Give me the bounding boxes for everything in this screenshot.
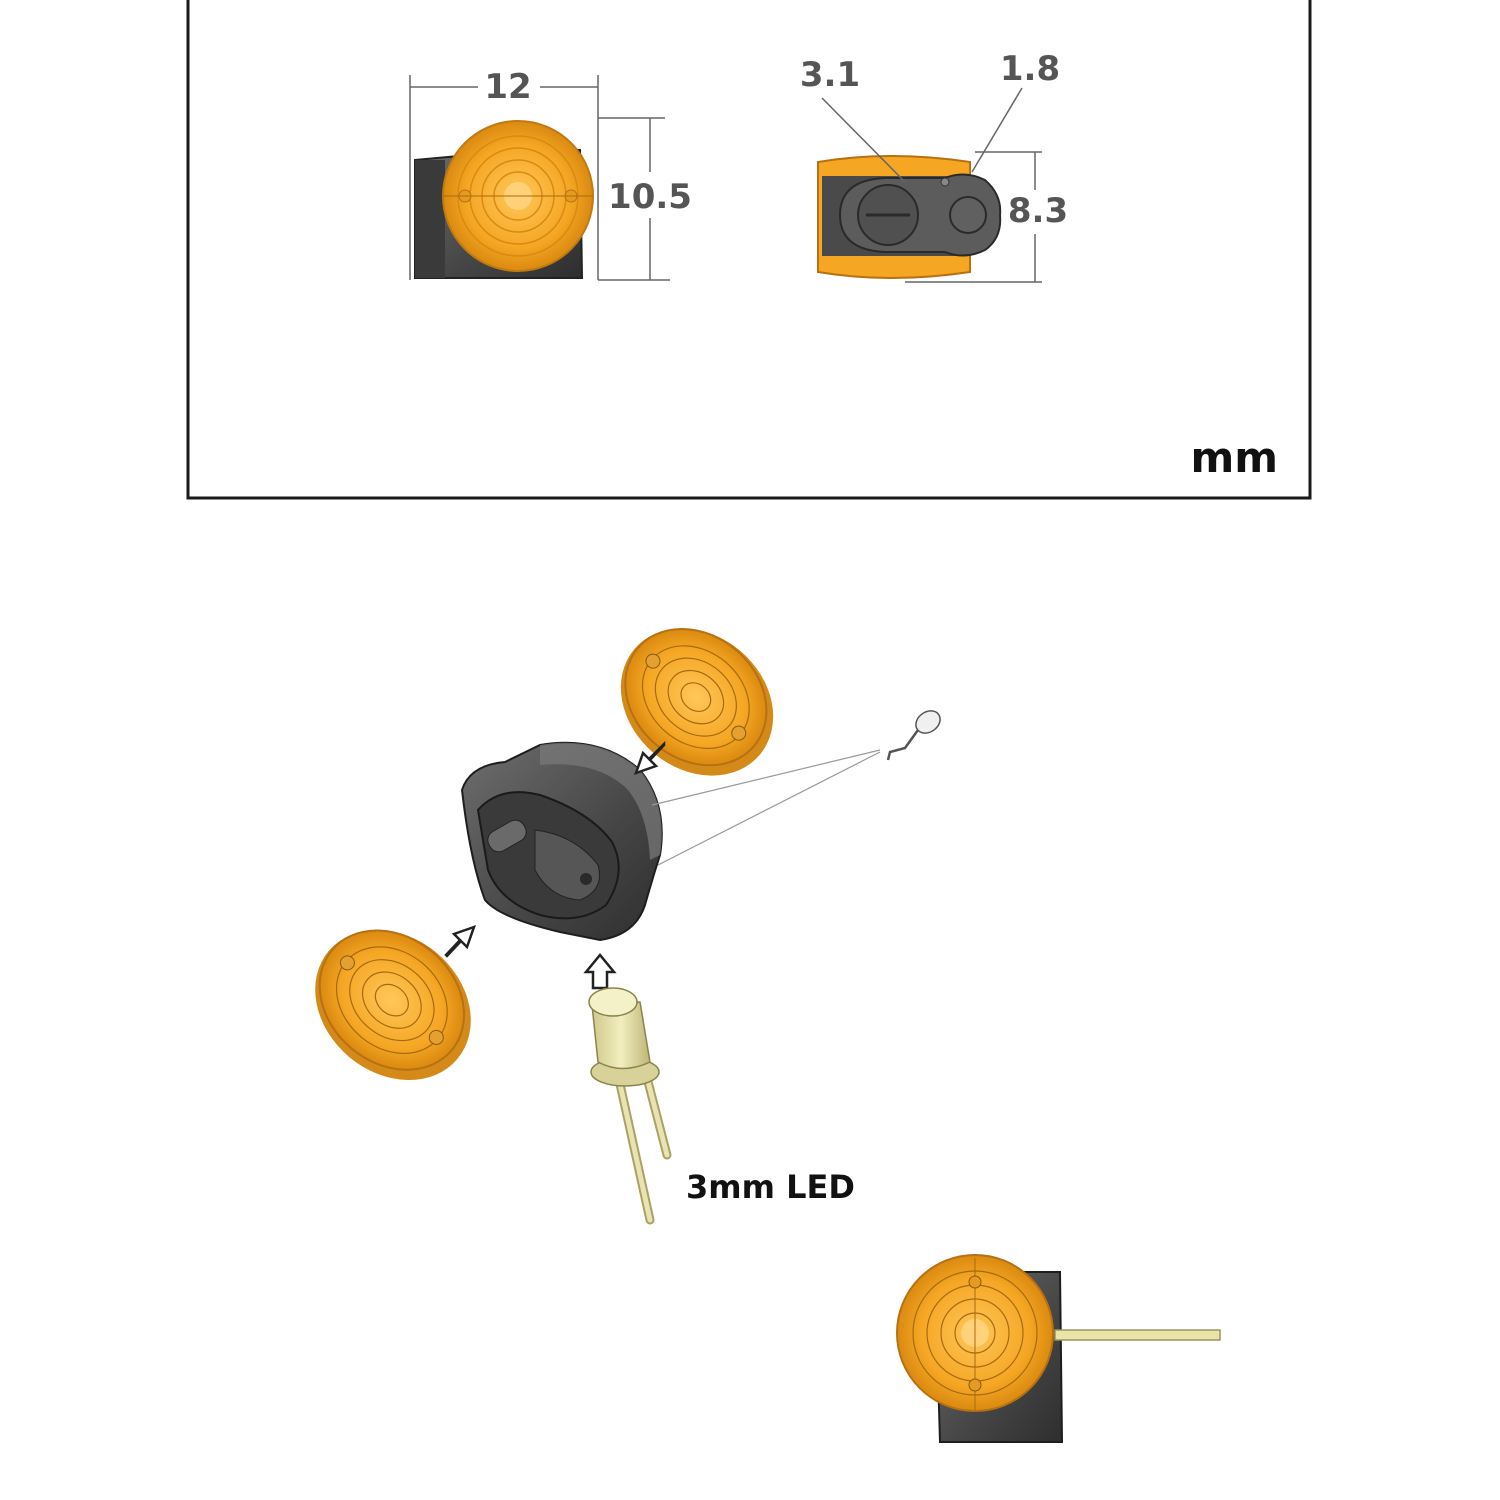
dim-front-width: 12 <box>484 67 531 107</box>
dim-side-pin: 1.8 <box>1000 49 1060 89</box>
housing-pin-post <box>487 819 527 853</box>
exploded-housing <box>460 741 663 942</box>
front-housing-side <box>415 160 445 278</box>
front-view <box>414 120 594 279</box>
dim-front-height: 10.5 <box>608 177 692 217</box>
side-dimension-lines <box>821 87 1042 283</box>
arrow-upper-lens <box>633 740 666 776</box>
exploded-lens-lower <box>315 929 471 1081</box>
side-view <box>817 155 1002 279</box>
lens-lower-face <box>318 929 466 1071</box>
assembly-arrows <box>444 740 666 990</box>
dim-side-height: 8.3 <box>1008 191 1068 231</box>
dimension-frame <box>186 0 1312 500</box>
led-dome <box>588 987 638 1017</box>
arrow-led <box>583 953 617 990</box>
exploded-led <box>588 987 672 1225</box>
side-pin-marker <box>940 177 950 187</box>
housing-top-highlight <box>540 742 662 860</box>
housing-peg-hole <box>580 873 592 885</box>
lens-upper-peg-right <box>731 725 747 741</box>
assembled-led-leg <box>1054 1329 1221 1341</box>
unit-label: mm <box>1190 433 1278 482</box>
lens-lower-peg-right <box>428 1029 444 1045</box>
assembled-peg-top <box>968 1275 982 1289</box>
led-body <box>591 1001 651 1070</box>
led-leg-long-highlight <box>615 1072 653 1223</box>
assembled-peg-bottom <box>968 1378 982 1392</box>
led-label: 3mm LED <box>686 1168 855 1206</box>
assembled-view <box>896 1254 1221 1443</box>
lens-upper-face <box>624 627 768 767</box>
pin-head <box>915 710 941 734</box>
pin-leader-lines <box>651 749 881 866</box>
lens-lower-peg-left <box>339 955 355 971</box>
lens-upper-peg-left <box>645 653 661 669</box>
exploded-lens-upper <box>620 627 774 776</box>
exploded-pin <box>886 710 941 761</box>
arrow-lower-lens <box>444 924 477 958</box>
front-dimension-lines <box>409 75 670 281</box>
dim-side-hole: 3.1 <box>800 55 860 95</box>
side-pin-hole <box>949 196 987 234</box>
pin-shaft <box>886 729 920 761</box>
led-leg-short-highlight <box>642 1067 670 1158</box>
